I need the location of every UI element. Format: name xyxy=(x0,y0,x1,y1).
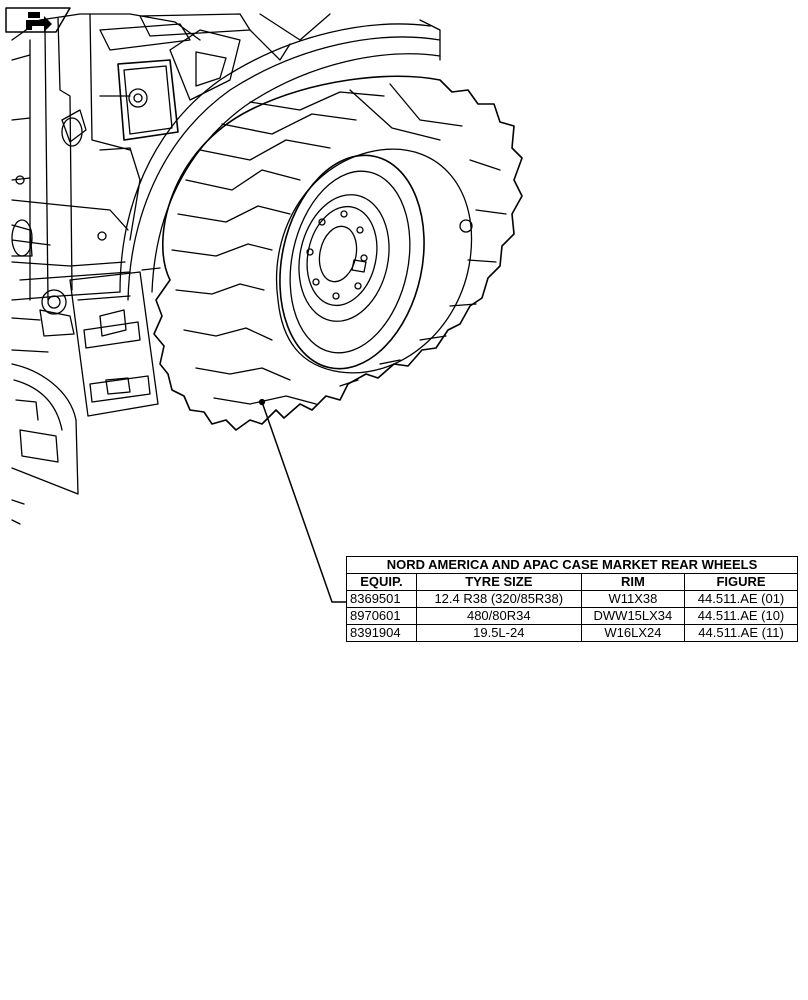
header-tyre-size: TYRE SIZE xyxy=(415,573,582,591)
view-direction-arrow-icon xyxy=(5,7,71,33)
rear-wheels-table: NORD AMERICA AND APAC CASE MARKET REAR W… xyxy=(346,556,798,642)
header-equip: EQUIP. xyxy=(346,573,417,591)
cell-tyre-size: 12.4 R38 (320/85R38) xyxy=(415,590,582,608)
cell-equip: 8369501 xyxy=(346,590,417,608)
cell-figure[interactable]: 44.511.AE (10) xyxy=(684,607,798,625)
header-figure: FIGURE xyxy=(684,573,798,591)
tractor-cab-structure xyxy=(11,13,331,301)
leader-line xyxy=(258,398,347,603)
cell-rim: W16LX24 xyxy=(580,624,686,642)
cell-figure[interactable]: 44.511.AE (11) xyxy=(684,624,798,642)
cell-tyre-size: 19.5L-24 xyxy=(415,624,582,642)
header-rim: RIM xyxy=(580,573,686,591)
table-title: NORD AMERICA AND APAC CASE MARKET REAR W… xyxy=(346,556,798,574)
lower-panel xyxy=(11,363,79,525)
mirror xyxy=(61,59,179,147)
wheel-rim xyxy=(279,154,425,370)
cell-rim: DWW15LX34 xyxy=(580,607,686,625)
cell-figure[interactable]: 44.511.AE (01) xyxy=(684,590,798,608)
table-row: 8970601 480/80R34 DWW15LX34 44.511.AE (1… xyxy=(346,607,798,625)
cell-tyre-size: 480/80R34 xyxy=(415,607,582,625)
rear-tyre xyxy=(153,75,523,431)
cell-equip: 8970601 xyxy=(346,607,417,625)
rear-fender xyxy=(119,19,441,301)
table-row: 8369501 12.4 R38 (320/85R38) W11X38 44.5… xyxy=(346,590,798,608)
cell-equip: 8391904 xyxy=(346,624,417,642)
entry-steps xyxy=(11,271,159,417)
cell-rim: W11X38 xyxy=(580,590,686,608)
table-row: 8391904 19.5L-24 W16LX24 44.511.AE (11) xyxy=(346,624,798,642)
